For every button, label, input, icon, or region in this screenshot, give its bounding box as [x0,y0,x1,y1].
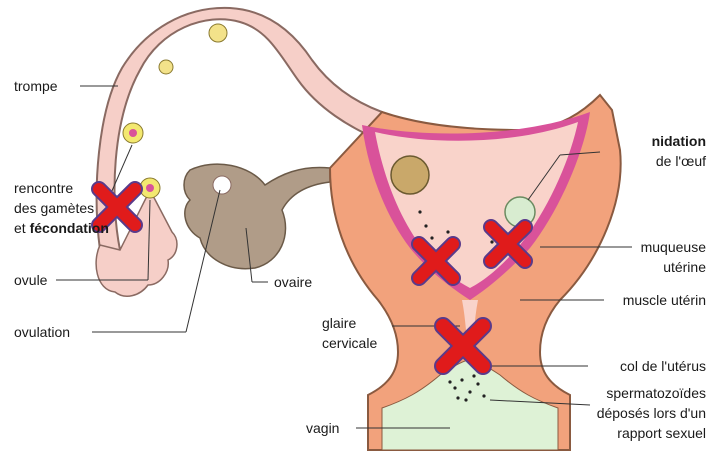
egg-nucleus [129,129,137,137]
sperm-dot [464,398,467,401]
label-rencontre-3: et fécondation [14,220,109,236]
label-glaire-2: cervicale [322,335,377,351]
label-sperm-2: déposés lors d'un [597,405,706,421]
sperm-dot [482,394,485,397]
sperm-dot [490,240,493,243]
label-sperm-3: rapport sexuel [617,425,706,441]
ovary [184,164,330,269]
label-fecondation: fécondation [30,220,109,236]
sperm-dot [446,230,449,233]
label-trompe: trompe [14,78,58,94]
label-ovaire: ovaire [274,274,312,290]
sperm-dot [448,380,451,383]
ovule-nucleus [146,184,154,192]
sperm-dot [424,224,427,227]
label-nidation: nidation [652,133,706,149]
label-col: col de l'utérus [620,358,706,374]
label-muqueuse-1: muqueuse [641,239,707,255]
label-rencontre-1: rencontre [14,180,73,196]
label-ovule: ovule [14,272,48,288]
sperm-dot [456,396,459,399]
label-rencontre-2: des gamètes [14,200,94,216]
sperm-dot [472,374,475,377]
label-muqueuse-2: utérine [663,259,706,275]
label-ovulation: ovulation [14,324,70,340]
cell-tube-mid [159,60,173,74]
morula [391,156,429,194]
sperm-dot [418,210,421,213]
label-muscle: muscle utérin [623,292,706,308]
sperm-dot [453,386,456,389]
label-rencontre-prefix: et [14,220,30,236]
label-sperm-1: spermatozoïdes [606,385,706,401]
sperm-dot [460,378,463,381]
label-vagin: vagin [306,420,339,436]
ovulation-follicle [213,176,231,194]
label-nidation-2: de l'œuf [656,153,706,169]
sperm-dot [468,390,471,393]
label-glaire-1: glaire [322,315,356,331]
sperm-dot [430,236,433,239]
cell-tube-top [209,24,227,42]
sperm-dot [476,382,479,385]
